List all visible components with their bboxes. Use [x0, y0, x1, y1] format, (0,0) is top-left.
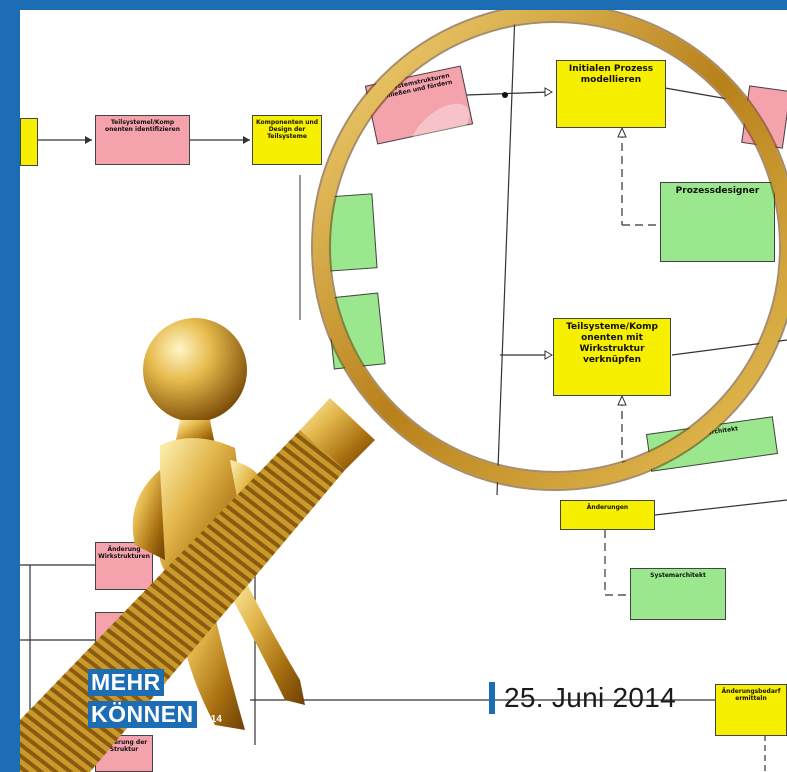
diagram-node: Systemarchitekt: [630, 568, 726, 620]
diagram-node: Teilsysteme/Komp onenten mit Wirkstruktu…: [553, 318, 671, 396]
diagram-node: Teilsystemel/Komp onenten identifizieren: [95, 115, 190, 165]
diagram-node: Initialen Prozess modellieren: [556, 60, 666, 128]
diagram-node: Komponenten und Design der Teilsysteme: [252, 115, 322, 165]
diagram-node: Änderungsbedarf ermitteln: [715, 684, 787, 736]
left-brand-bar: [0, 0, 20, 772]
logo-line-mehr: MEHR: [88, 669, 164, 696]
diagram-node-left-edge: [20, 118, 38, 166]
event-date: 25. Juni 2014: [489, 681, 676, 715]
logo-line-koennen: KÖNNEN: [88, 701, 197, 728]
date-text: 25. Juni 2014: [504, 682, 677, 713]
diagram-node: Prozessdesigner: [660, 182, 775, 262]
diagram-node: Änderung Wirkstrukturen: [95, 542, 153, 590]
date-accent-bar: [489, 682, 495, 714]
diagram-node: Änderungen: [560, 500, 655, 530]
logo-year: 2014: [199, 714, 222, 725]
magnifying-glass-icon: [20, 3, 787, 772]
top-brand-bar: [0, 0, 787, 10]
